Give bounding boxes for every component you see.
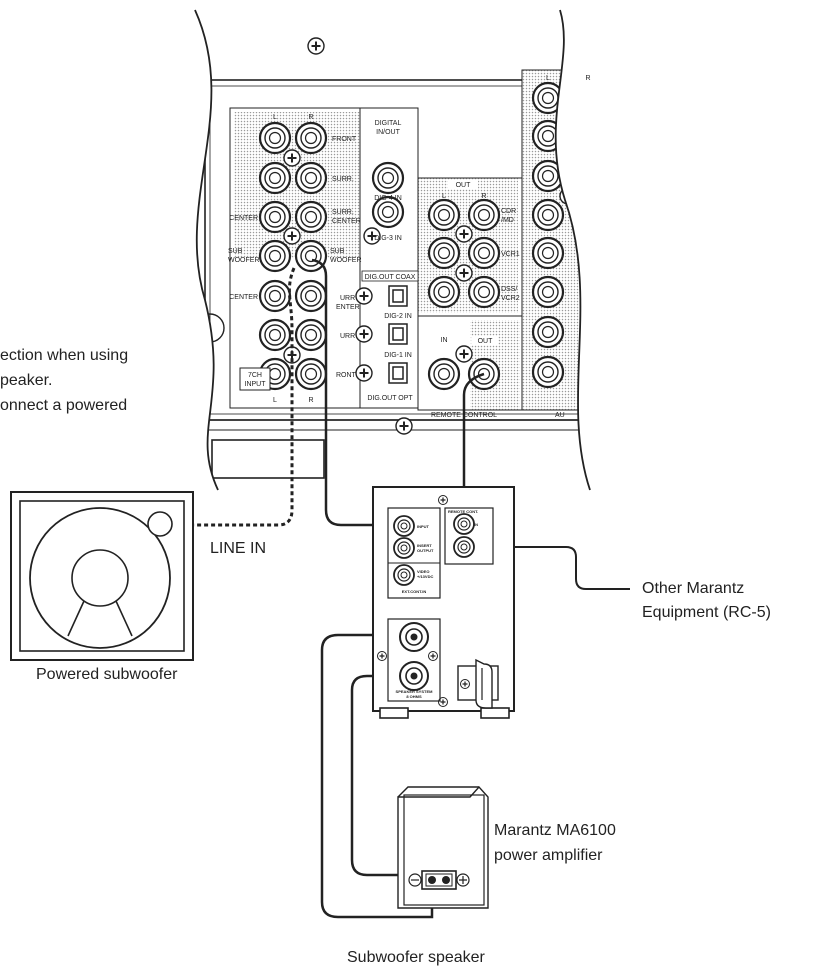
rcv-label-bottom-l: L [273,397,277,404]
rcv-label-l: L [273,114,277,121]
cable-speaker-2 [350,674,448,890]
rcv-label-enter: ENTER [336,304,360,311]
rcv-label-right-l: L [546,75,550,82]
rcv-label-dss: DSS/ [501,286,517,293]
amp-label-speaker-2: 8 OHMS [406,694,422,699]
note-line-2: peaker. [0,372,52,389]
amp-label-speaker-1: SPEAKER SYSTEM [396,689,434,694]
rcv-label-right-r: R [585,75,590,82]
amp-label-in: IN [474,522,478,527]
plus-icon [459,876,467,884]
label-amp-2: power amplifier [494,847,603,864]
rcv-label-dig4: DIG-4 IN [374,195,402,202]
rcv-label-dig2: DIG-2 IN [384,313,412,320]
rcv-label-digital-2: IN/OUT [376,129,400,136]
rcv-label-surr-center-2: CENTER [332,218,361,225]
rcv-label-urr2: URR [340,333,355,340]
amp-label-input: INPUT [417,524,430,529]
rcv-label-l2: L [442,193,446,200]
rcv-label-woofer-2: WOOFER [330,257,362,264]
rcv-label-ront: RONT [336,372,357,379]
rcv-label-r: R [308,114,313,121]
cable-remote [462,372,485,520]
rcv-label-bottom-r: R [308,397,313,404]
amp-label-video-2: +/13VDC [417,574,433,579]
cable-line-in [193,267,296,527]
rcv-label-digital-1: DIGITAL [375,120,402,127]
label-other-marantz-2: Equipment (RC-5) [642,604,771,621]
receiver-rear-panel [194,9,591,491]
rcv-label-dig1: DIG-1 IN [384,352,412,359]
rcv-label-woofer-1: WOOFER [228,257,260,264]
rcv-label-dig3: DIG-3 IN [374,235,402,242]
rcv-label-r2: R [481,193,486,200]
rcv-label-au: AU [555,412,565,419]
note-line-1: ection when using [0,347,128,364]
rcv-label-front: FRONT [332,136,357,143]
rcv-label-out: OUT [456,182,472,189]
amp-label-remote-cont: REMOTE CONT. [448,509,478,514]
rcv-label-vcr1: VCR1 [501,251,520,258]
label-subwoofer-speaker: Subwoofer speaker [347,949,486,966]
label-line-in: LINE IN [210,540,266,557]
cable-rc5 [466,546,630,590]
rcv-label-surr: SURR. [332,176,354,183]
label-other-marantz-1: Other Marantz [642,580,744,597]
subwoofer-speaker [397,785,489,909]
rcv-label-md: /MD [501,217,514,224]
amp-label-video-1: VIDEO [417,569,429,574]
rcv-label-center: CENTER [229,215,258,222]
cable-speaker-1 [320,633,434,919]
rcv-label-7ch-1: 7CH [248,372,262,379]
note-line-3: onnect a powered [0,397,127,414]
rcv-label-cdr: CDR [501,208,516,215]
rcv-label-rc-out: OUT [478,338,494,345]
rcv-label-dig-out-opt: DIG.OUT OPT [367,395,413,402]
rcv-label-urr: URR [340,295,355,302]
rcv-label-sub-1: SUB [228,248,243,255]
label-powered-subwoofer: Powered subwoofer [36,666,178,683]
amp-label-ext-cont: EXT.CONT.IN [402,589,427,594]
rcv-label-rc-in: IN [441,337,448,344]
rcv-label-sub-2: SUB [330,248,345,255]
amp-label-insert-2: OUTPUT [417,548,434,553]
powered-subwoofer [10,491,194,661]
rcv-label-center-in: CENTER [229,294,258,301]
ma6100-amplifier: REMOTE CONT. IN INPUT INSERT OUTPUT VIDE… [372,486,515,719]
rcv-label-vcr2: VCR2 [501,295,520,302]
cable-sub-to-amp-input [311,258,404,527]
amp-label-insert-1: INSERT [417,543,432,548]
rcv-label-dig-out-coax: DIG.OUT COAX [365,274,416,281]
label-amp-1: Marantz MA6100 [494,822,616,839]
rcv-label-surr-center-1: SURR. [332,209,354,216]
rcv-label-7ch-2: INPUT [245,381,267,388]
